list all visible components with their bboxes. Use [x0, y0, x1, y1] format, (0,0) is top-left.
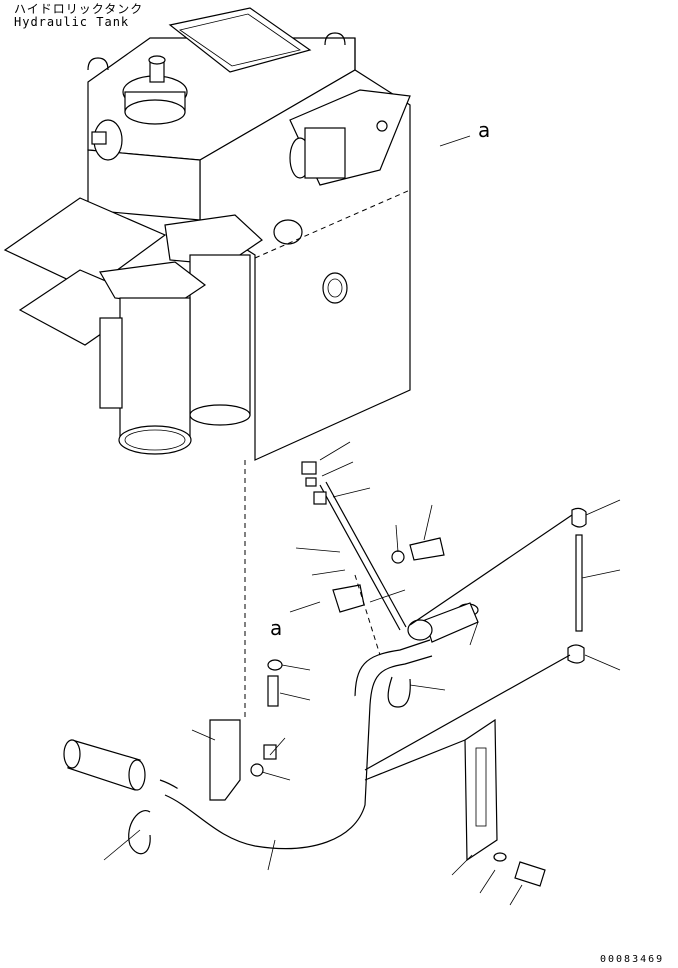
document-number: 00083469 — [600, 954, 665, 965]
pipe-assembly — [63, 460, 479, 855]
tank-body — [87, 7, 411, 461]
callout-a-middle: a — [270, 616, 283, 640]
filter-assembly — [3, 197, 263, 455]
callout-a-top: a — [478, 118, 491, 142]
right-hardware — [364, 507, 587, 887]
title-english: Hydraulic Tank — [14, 15, 130, 29]
title-japanese: ハイドロリックタンク — [14, 2, 144, 16]
leader-lines — [103, 135, 621, 906]
